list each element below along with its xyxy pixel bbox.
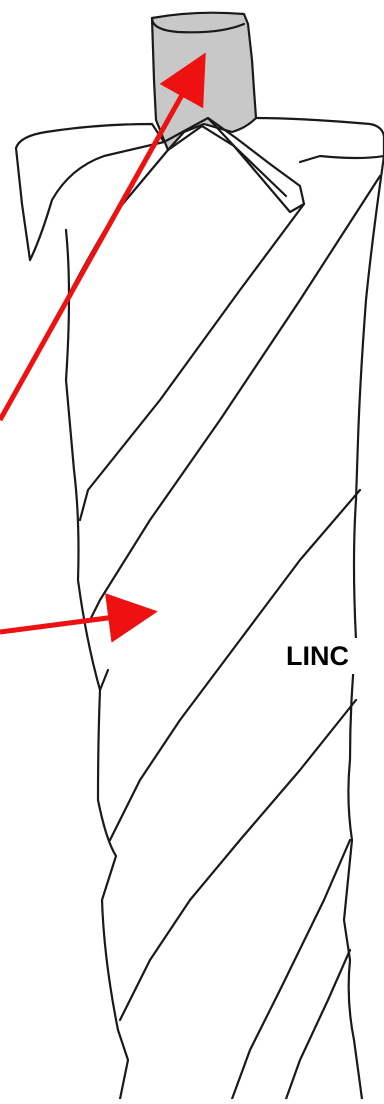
- figure-label: LINC: [286, 638, 384, 674]
- collar-left: [16, 124, 164, 260]
- flute-line: [80, 204, 304, 520]
- collar-right: [256, 118, 384, 162]
- flute-line: [100, 670, 108, 690]
- body-right-edge: [344, 156, 384, 1099]
- flute-line: [286, 950, 350, 1099]
- flute-line: [232, 840, 350, 1099]
- pointer-arrow-flute: [0, 614, 138, 632]
- shank-stub: [152, 13, 256, 150]
- flute-line: [120, 700, 356, 1020]
- flute-line: [90, 176, 380, 620]
- body-left-edge: [66, 230, 128, 1099]
